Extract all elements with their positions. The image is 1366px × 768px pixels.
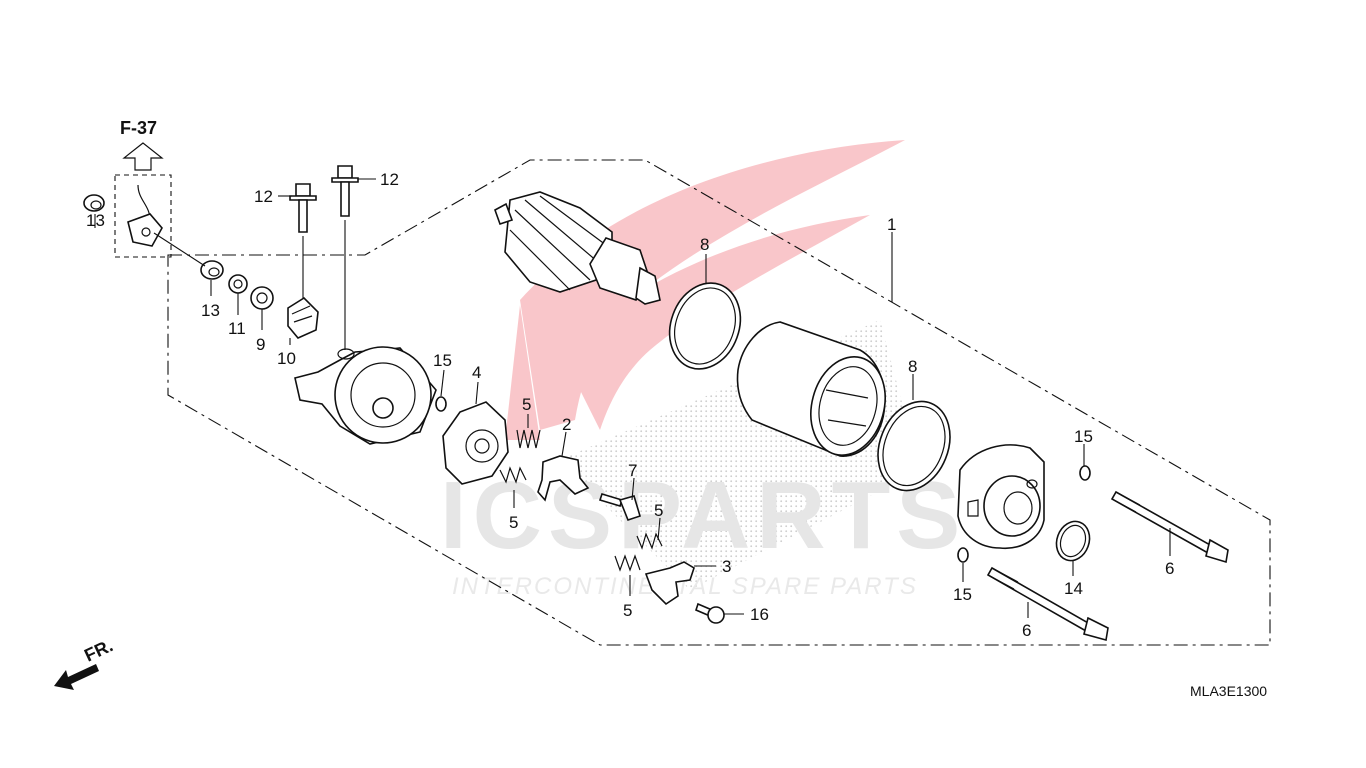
washer-15-right-lower bbox=[957, 547, 969, 563]
wing-logo-watermark bbox=[505, 140, 905, 440]
wire-terminal bbox=[127, 184, 163, 247]
callout-7: 7 bbox=[628, 461, 637, 480]
o-ring-8-lower bbox=[877, 400, 951, 492]
motor-yoke bbox=[736, 321, 886, 457]
front-cover bbox=[957, 444, 1045, 549]
callout-5: 5 bbox=[623, 601, 632, 620]
callout-11: 11 bbox=[228, 319, 246, 338]
brush-2 bbox=[537, 455, 590, 502]
reference-arrow-icon bbox=[122, 142, 164, 171]
watermark-brand: ICSPARTS bbox=[440, 462, 966, 569]
bolt-16 bbox=[695, 602, 725, 624]
washer-11 bbox=[228, 274, 248, 294]
bushing-9 bbox=[250, 286, 274, 310]
spring-5-d bbox=[614, 554, 641, 572]
armature bbox=[494, 191, 661, 305]
bolt-12-right bbox=[331, 165, 359, 217]
callout-8: 8 bbox=[908, 357, 917, 376]
callout-8: 8 bbox=[700, 235, 709, 254]
assembly-boundary bbox=[167, 159, 1271, 646]
brush-holder-4 bbox=[442, 401, 509, 485]
brush-3 bbox=[644, 561, 695, 606]
o-ring-14 bbox=[1055, 520, 1091, 562]
callout-16: 16 bbox=[750, 605, 769, 624]
front-direction-indicator: FR. bbox=[54, 635, 116, 690]
washer-15-right-upper bbox=[1079, 465, 1091, 481]
callout-5: 5 bbox=[509, 513, 518, 532]
callout-10: 10 bbox=[277, 349, 296, 368]
callout-15: 15 bbox=[433, 351, 452, 370]
callout-15: 15 bbox=[1074, 427, 1093, 446]
wire-inset-box bbox=[114, 174, 172, 258]
callout-5: 5 bbox=[654, 501, 663, 520]
callouts: 13 13 11 9 10 12 12 15 4 5 2 5 7 5 3 5 1… bbox=[86, 170, 1174, 640]
callout-2: 2 bbox=[562, 415, 571, 434]
terminal-block-10 bbox=[287, 296, 319, 339]
callout-15: 15 bbox=[953, 585, 972, 604]
callout-4: 4 bbox=[472, 363, 481, 382]
long-bolt-6-lower bbox=[986, 566, 1109, 642]
callout-13: 13 bbox=[201, 301, 220, 320]
diagram-code: MLA3E1300 bbox=[1190, 683, 1267, 699]
callout-9: 9 bbox=[256, 335, 265, 354]
screw-7 bbox=[598, 493, 641, 521]
washer-15-left bbox=[435, 396, 447, 412]
callout-14: 14 bbox=[1064, 579, 1083, 598]
spring-5-a bbox=[516, 429, 541, 449]
callout-13: 13 bbox=[86, 211, 105, 230]
callout-5: 5 bbox=[522, 395, 531, 414]
callout-12: 12 bbox=[380, 170, 399, 189]
callout-3: 3 bbox=[722, 557, 731, 576]
front-arrow-icon bbox=[54, 664, 99, 690]
bolt-12-left bbox=[289, 183, 317, 233]
spring-5-b bbox=[499, 466, 527, 484]
callout-6: 6 bbox=[1022, 621, 1031, 640]
leader-lines bbox=[94, 178, 1171, 618]
o-ring-8-upper bbox=[668, 282, 742, 370]
callout-12: 12 bbox=[254, 187, 273, 206]
reference-page-label: F-37 bbox=[120, 118, 157, 138]
long-bolt-6-upper bbox=[1110, 490, 1229, 564]
nut-13-lower bbox=[200, 260, 224, 280]
callout-6: 6 bbox=[1165, 559, 1174, 578]
spring-5-c bbox=[636, 532, 663, 550]
nut-13-top bbox=[83, 194, 105, 212]
callout-1: 1 bbox=[887, 215, 896, 234]
front-direction-label: FR. bbox=[81, 635, 116, 665]
rear-housing bbox=[294, 346, 437, 445]
